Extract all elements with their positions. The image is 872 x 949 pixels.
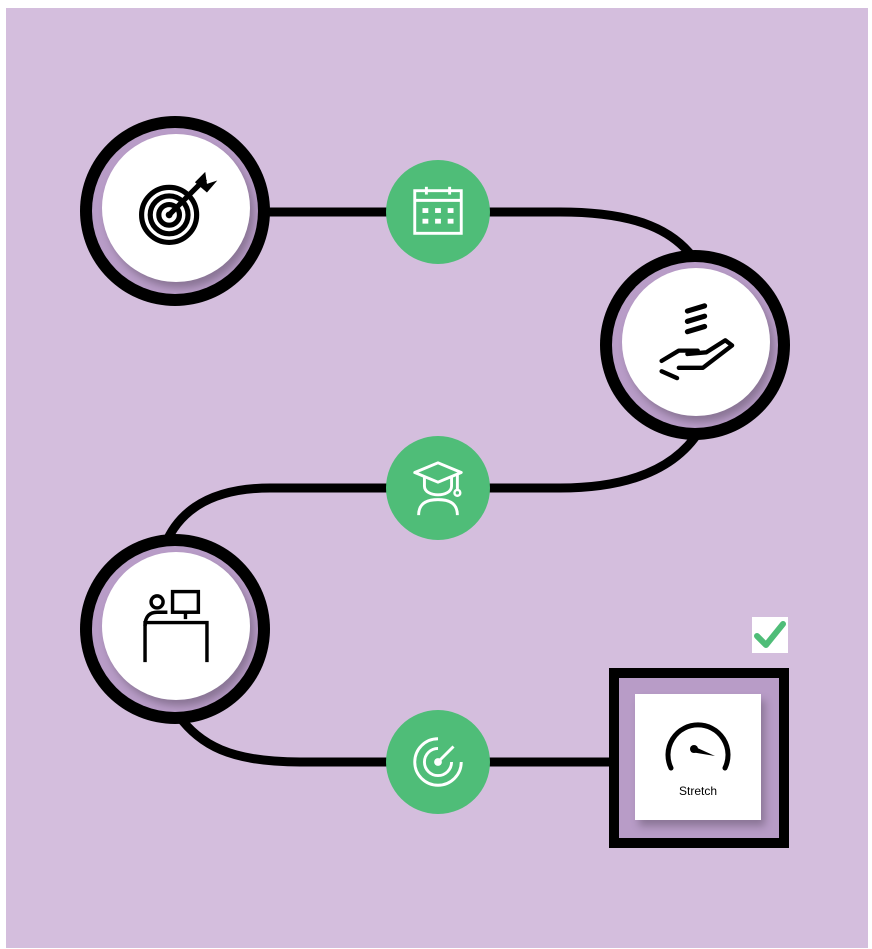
stretch-label: Stretch: [678, 784, 717, 798]
workstation-icon: [143, 589, 209, 663]
node-graduate: [386, 436, 490, 540]
calendar-icon: [413, 186, 463, 235]
node-calendar: [386, 160, 490, 264]
milestone-face: [102, 134, 250, 282]
radar-icon: [413, 737, 463, 787]
milestone-workstation: [80, 534, 270, 724]
stretch-goal-box: Stretch: [609, 668, 789, 848]
checkmark-icon: [754, 621, 786, 648]
node-radar: [386, 710, 490, 814]
target-icon: [139, 171, 218, 245]
stretch-face: Stretch: [635, 694, 761, 820]
check-badge: [752, 617, 788, 653]
graduate-icon: [413, 461, 463, 516]
milestone-face: [622, 268, 770, 416]
milestone-face: [102, 552, 250, 700]
hand-coins-icon: [659, 303, 735, 381]
milestone-hand-coins: [600, 250, 790, 440]
milestone-target: [80, 116, 270, 306]
speedometer-icon: [665, 722, 731, 771]
